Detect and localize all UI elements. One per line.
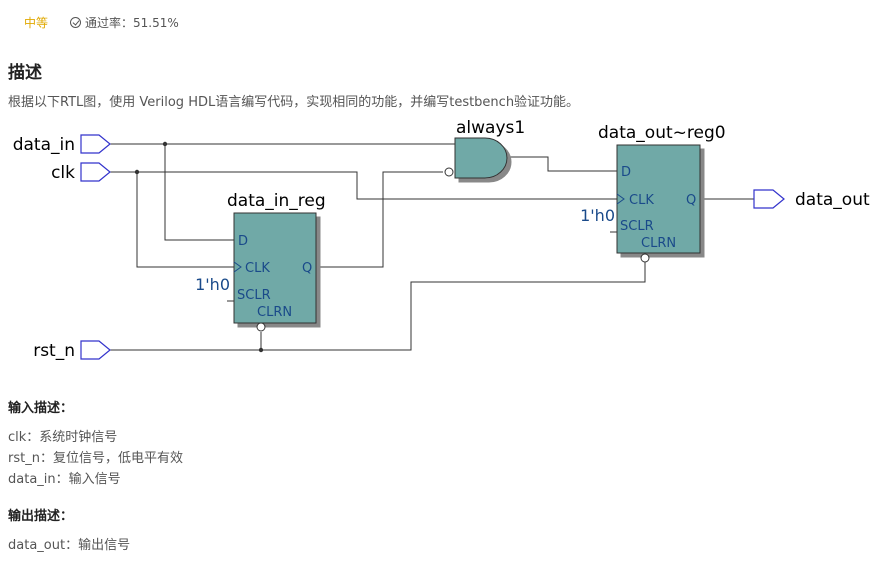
- reg2-clrn-bubble: [640, 253, 650, 263]
- port-label-clk: clk: [51, 163, 75, 183]
- register-data-in-reg: data_in_reg D CLK Q SCLR CLRN 1'h0: [195, 191, 326, 332]
- reg1-name: data_in_reg: [227, 191, 326, 211]
- pass-rate-text: 通过率：51.51%: [85, 16, 179, 30]
- port-data-in: data_in: [13, 134, 111, 155]
- reg1-clrn-bubble: [256, 322, 266, 332]
- difficulty-badge: 中等: [24, 16, 49, 30]
- reg1-d: D: [238, 234, 248, 249]
- input-desc-line: rst_n：复位信号，低电平有效: [8, 451, 183, 466]
- reg2-sclr: SCLR: [620, 219, 654, 234]
- wires: [110, 143, 754, 351]
- check-circle-icon: [70, 17, 82, 28]
- port-label-data-out: data_out: [795, 190, 870, 210]
- wire-junctions: [134, 141, 264, 353]
- reg2-clrn: CLRN: [641, 236, 676, 251]
- reg1-q: Q: [302, 261, 312, 276]
- input-desc-line: clk：系统时钟信号: [8, 430, 118, 445]
- port-data-out: data_out: [753, 189, 870, 210]
- pass-rate: 通过率：51.51%: [70, 14, 179, 31]
- input-desc-line: data_in：输入信号: [8, 472, 121, 487]
- output-desc-heading: 输出描述：: [8, 509, 74, 524]
- gate-label: always1: [456, 118, 525, 138]
- description-heading: 描述: [8, 63, 42, 83]
- port-label-rst-n: rst_n: [33, 341, 75, 361]
- register-data-out-reg0: data_out~reg0 D CLK Q SCLR CLRN 1'h0: [580, 123, 726, 263]
- reg2-const: 1'h0: [580, 206, 615, 225]
- reg1-const: 1'h0: [195, 275, 230, 294]
- port-clk: clk: [51, 162, 111, 183]
- inverter-bubble: [444, 167, 454, 177]
- description-text: 根据以下RTL图，使用 Verilog HDL语言编写代码，实现相同的功能，并编…: [8, 95, 580, 110]
- and-gate-always1: always1: [444, 118, 525, 179]
- reg2-clk: CLK: [629, 193, 654, 208]
- port-label-data-in: data_in: [13, 135, 75, 155]
- reg1-clk: CLK: [245, 261, 270, 276]
- reg2-q: Q: [686, 193, 696, 208]
- rtl-diagram: data_in clk rst_n data_out always1 data_…: [13, 118, 870, 361]
- reg2-name: data_out~reg0: [598, 123, 726, 143]
- problem-meta: 中等 通过率：51.51%: [24, 14, 179, 31]
- output-desc-line: data_out：输出信号: [8, 538, 131, 553]
- reg1-clrn: CLRN: [257, 305, 292, 320]
- reg2-d: D: [621, 165, 631, 180]
- input-desc-heading: 输入描述：: [8, 401, 74, 416]
- port-rst-n: rst_n: [33, 340, 111, 361]
- reg1-sclr: SCLR: [237, 288, 271, 303]
